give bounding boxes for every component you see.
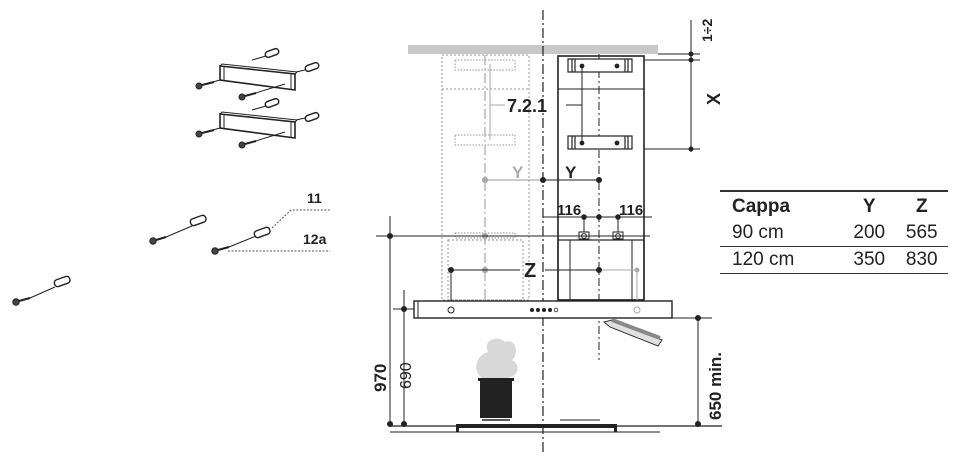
dim-label-y-ghost: Y: [512, 163, 524, 182]
table-header-row: Cappa Y Z: [720, 190, 948, 220]
dim-label-x: X: [704, 93, 724, 105]
cell-z: 830: [895, 246, 948, 274]
cell-y: 350: [843, 246, 896, 274]
dimension-lines: [376, 20, 712, 427]
screw-plug-set-extra: [12, 275, 71, 306]
column-header-cappa: Cappa: [720, 190, 844, 220]
dim-label-650-min: 650 min.: [706, 352, 725, 420]
ghost-chimney: [441, 54, 543, 301]
control-buttons: [530, 307, 559, 313]
cell-cappa: 120 cm: [720, 246, 844, 274]
screw-plug-set-12a: [211, 226, 271, 255]
bracket-top: [567, 58, 633, 73]
ceiling: [408, 45, 658, 54]
wall-bracket-upper: [195, 47, 320, 101]
table-row: 120 cm 350 830: [720, 246, 948, 274]
table-row: 90 cm 200 565: [720, 220, 948, 247]
wall-bracket-lower: [195, 97, 320, 149]
bracket-kit: [12, 47, 330, 306]
dim-label-gap: 1÷2: [699, 19, 715, 42]
cell-cappa: 90 cm: [732, 222, 784, 243]
dimension-table: Cappa Y Z 90 cm 200 565 120 cm 350 830: [720, 190, 948, 274]
bracket-bottom: [567, 135, 633, 150]
cooktop: [390, 419, 722, 433]
dim-label-690: 690: [398, 362, 415, 389]
cell-y: 200: [853, 222, 886, 243]
dim-label-116-right: 116: [619, 202, 643, 219]
column-header-y: Y: [843, 190, 896, 220]
dim-label-116-left: 116: [557, 202, 581, 219]
screw-plug-set-11: [149, 214, 207, 245]
part-label-11: 11: [307, 190, 322, 206]
pot-icon: [476, 338, 518, 421]
hood-canopy: [413, 300, 673, 319]
pencil-icon: [602, 318, 663, 347]
dim-label-y: Y: [565, 163, 577, 182]
dim-label-z: Z: [524, 260, 536, 282]
dim-label-970: 970: [371, 364, 390, 392]
column-header-z: Z: [895, 190, 948, 220]
part-label-12a: 12a: [303, 231, 327, 247]
cell-z: 565: [905, 222, 938, 243]
ref-label-7-2-1: 7.2.1: [507, 96, 547, 116]
chimney: [489, 54, 645, 360]
